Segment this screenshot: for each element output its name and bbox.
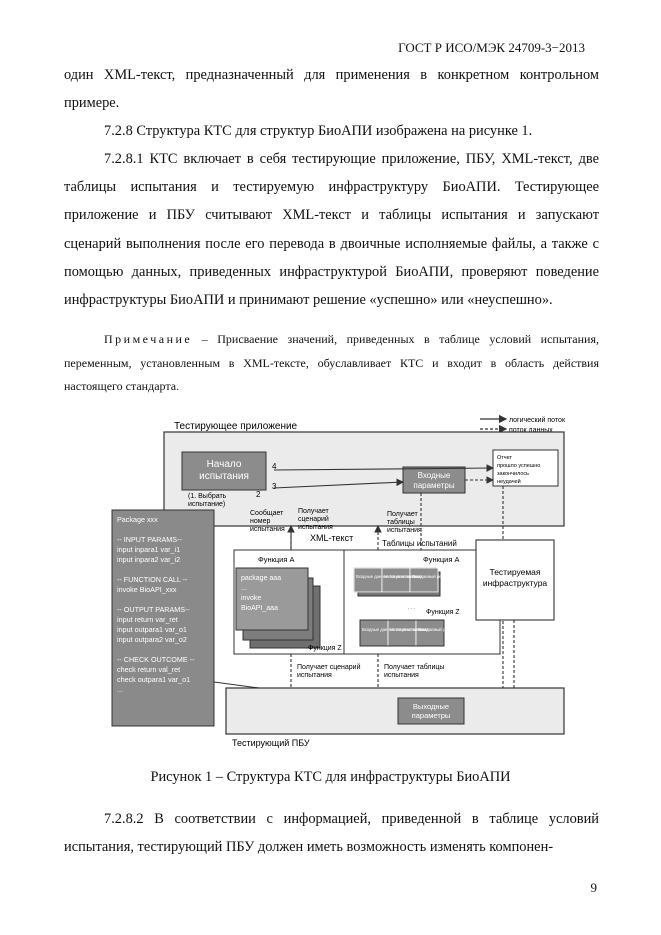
report-line4: неудачей bbox=[497, 478, 521, 485]
func-a-label: Функция A bbox=[258, 555, 295, 564]
code-line: input return var_ret bbox=[117, 615, 178, 624]
report-line3: закончилось bbox=[497, 471, 529, 477]
tbl-a-cell-1: Входные данные по умолчанию bbox=[356, 574, 418, 579]
start-test-line1: Начало bbox=[207, 459, 242, 470]
package-lines: package aaa ... invoke BioAPI_aaa bbox=[241, 575, 281, 612]
func-z-label: Функция Z bbox=[308, 645, 342, 652]
code-line: input outpara1 var_o1 bbox=[117, 625, 187, 634]
step-2: 2 bbox=[256, 490, 261, 499]
legend-data-flow: поток данных bbox=[509, 427, 553, 434]
start-test-box bbox=[181, 451, 267, 491]
xml-code-lines: Package xxx -- INPUT PARAMS-- input inpa… bbox=[117, 515, 195, 694]
tbl-z-cell-2: Условия испытания bbox=[390, 627, 428, 632]
tbl-a-cell-2: Условия испытания bbox=[384, 574, 422, 579]
label-bottom-tables-line1: Получает таблицы bbox=[384, 663, 444, 671]
code-line: -- FUNCTION CALL -- bbox=[117, 575, 188, 584]
report-line1: Отчет bbox=[497, 455, 513, 461]
target-infrastructure-box bbox=[475, 539, 555, 621]
tbl-z-cell-1: Входные данные по умолчанию bbox=[362, 627, 424, 632]
label-bottom-script-line1: Получает сценарий bbox=[297, 663, 361, 671]
code-line: ... bbox=[117, 685, 123, 694]
code-line: check return val_ret bbox=[117, 665, 180, 674]
pkg-line: invoke bbox=[241, 595, 261, 602]
pkg-line: package aaa bbox=[241, 575, 281, 582]
note-text: – Присваение значений, приведенных в таб… bbox=[64, 332, 599, 393]
label-script-line1: Получает bbox=[298, 508, 330, 515]
tbl-z-cell-3: Ожидаемый результат bbox=[418, 627, 462, 632]
pkg-line: ... bbox=[241, 585, 247, 592]
tbl-func-z-label: Функция Z bbox=[426, 609, 460, 616]
label-reports-line2: номер bbox=[250, 518, 270, 525]
paragraph-7-2-8-2: 7.2.8.2 В соответствии с информацией, пр… bbox=[64, 811, 599, 856]
input-params-line2: параметры bbox=[413, 481, 454, 490]
output-params-box bbox=[397, 697, 465, 725]
label-tables-line1: Получает bbox=[387, 511, 419, 518]
test-application-title: Тестирующее приложение bbox=[174, 421, 298, 432]
report-box bbox=[492, 449, 559, 487]
figure-1-diagram: логический поток поток данных Тестирующе… bbox=[111, 414, 566, 748]
tables-title: Таблицы испытаний bbox=[382, 539, 457, 548]
label-reports-line1: Сообщает bbox=[250, 509, 284, 517]
code-line: invoke BioAPI_xxx bbox=[117, 585, 177, 594]
label-script-line2: сценарий bbox=[298, 515, 329, 523]
pkg-line: BioAPI_aaa bbox=[241, 605, 278, 612]
label-tables-line2: таблицы bbox=[387, 518, 415, 526]
code-line: check outpara1 var_o1 bbox=[117, 675, 190, 684]
step-3: 3 bbox=[272, 482, 277, 491]
code-line: input inpara1 var_i1 bbox=[117, 545, 180, 554]
step-4: 4 bbox=[272, 462, 277, 471]
target-line1: Тестируемая bbox=[489, 567, 540, 577]
label-tables-line3: испытания bbox=[387, 527, 422, 534]
code-line: input outpara2 var_o2 bbox=[117, 635, 187, 644]
figure-caption: Рисунок 1 – Структура КТС для инфраструк… bbox=[150, 769, 511, 785]
choose-test-line2: испытание) bbox=[188, 501, 225, 508]
code-line: input inpara2 var_i2 bbox=[117, 555, 180, 564]
input-params-line1: Входные bbox=[418, 471, 451, 480]
document-header: ГОСТ Р ИСО/МЭК 24709-3−2013 bbox=[398, 40, 585, 55]
tbl-a-cell-3: Ожидаемый результат bbox=[412, 574, 456, 579]
note-label: Примечание bbox=[104, 332, 193, 346]
code-line: Package xxx bbox=[117, 515, 158, 524]
label-script-line3: испытания bbox=[298, 524, 333, 531]
code-line: -- OUTPUT PARAMS-- bbox=[117, 605, 190, 614]
report-line2: прошло успешно bbox=[497, 463, 540, 469]
output-params-line2: параметры bbox=[412, 711, 451, 720]
label-bottom-script-line2: испытания bbox=[297, 672, 332, 679]
code-line: -- INPUT PARAMS-- bbox=[117, 535, 182, 544]
tbl-func-a-label: Функция A bbox=[423, 555, 460, 564]
page-number: 9 bbox=[590, 880, 598, 895]
paragraph-7-2-8-1: 7.2.8.1 КТС включает в себя тестирующие … bbox=[64, 151, 599, 309]
legend: логический поток поток данных bbox=[480, 414, 566, 434]
xml-page-1 bbox=[235, 567, 309, 631]
dots: . . . bbox=[408, 605, 415, 611]
note: Примечание – Присваение значений, привед… bbox=[64, 328, 599, 399]
choose-test-line1: (1. Выбрать bbox=[188, 492, 227, 500]
paragraph-continuation: один XML-текст, предназначенный для прим… bbox=[64, 67, 599, 112]
test-pbu-frame bbox=[225, 687, 565, 735]
target-line2: инфраструктура bbox=[483, 578, 548, 588]
label-reports-line3: испытания bbox=[250, 526, 285, 533]
start-test-line2: испытания bbox=[199, 471, 249, 482]
input-params-box bbox=[402, 466, 466, 494]
test-pbu-title: Тестирующий ПБУ bbox=[232, 738, 310, 748]
code-line: -- CHECK OUTCOME -- bbox=[117, 655, 195, 664]
legend-control-flow: логический поток bbox=[509, 416, 566, 424]
xml-text-label: XML-текст bbox=[310, 533, 353, 543]
table-function-z bbox=[359, 619, 445, 647]
xml-code-box bbox=[111, 509, 215, 727]
paragraph-7-2-8: 7.2.8 Структура КТС для структур БиоАПИ … bbox=[104, 123, 533, 139]
label-bottom-tables-line2: испытания bbox=[384, 672, 419, 679]
output-params-line1: Выходные bbox=[413, 702, 449, 711]
